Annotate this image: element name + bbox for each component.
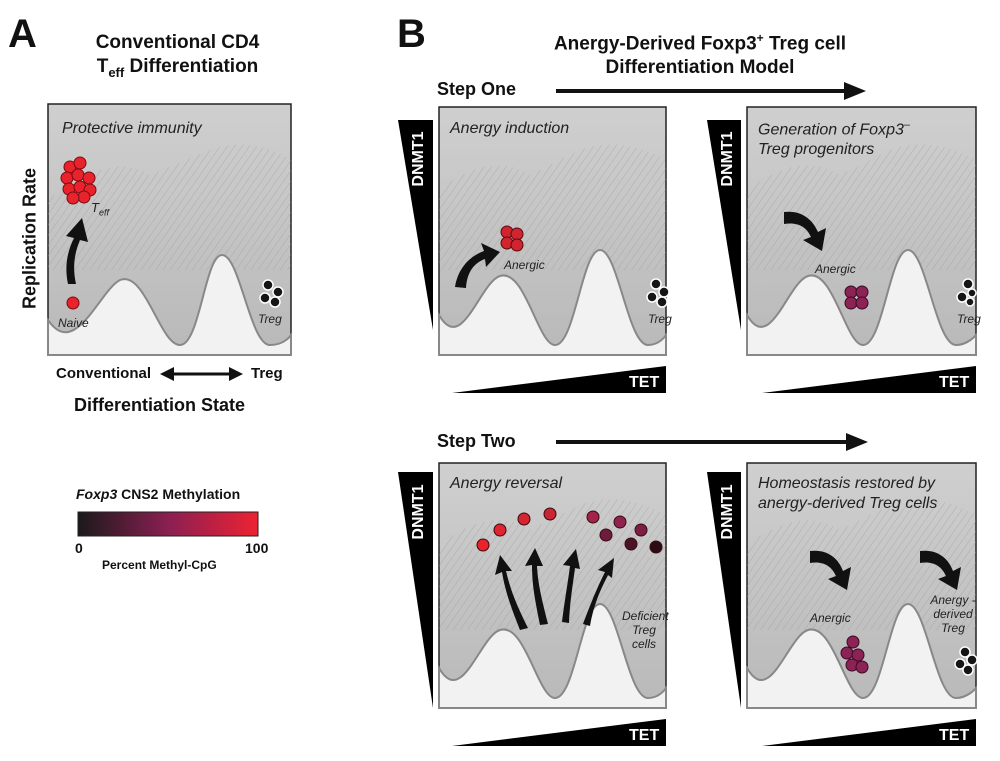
y-axis-label: Replication Rate: [19, 167, 40, 310]
anergic-label-b2: Anergic: [815, 262, 856, 276]
legend-max: 100: [245, 540, 269, 556]
panel-a-title-line2: Teff Differentiation: [96, 55, 259, 80]
step-two-label: Step Two: [437, 431, 516, 451]
dnmt1-label-b4: DNMT1: [719, 484, 736, 540]
x-axis-label: Differentiation State: [74, 395, 246, 415]
landscape-box-b3: [438, 462, 667, 709]
legend-title: Foxp3 CNS2 Methylation: [76, 486, 241, 502]
treg-cell-cluster-b1: [646, 278, 670, 308]
tet-label-b2: TET: [939, 374, 970, 391]
anergic-cell-cluster-b2: [844, 285, 869, 310]
panel-b-title-line2: Differentiation Model: [605, 57, 795, 79]
treg-cell-cluster-b4: [954, 646, 978, 676]
tet-label-b3: TET: [629, 727, 660, 744]
box-b2-title: Generation of Foxp3– Treg progenitors: [758, 119, 910, 159]
panel-letter-a: A: [8, 12, 37, 56]
down-curved-arrow-icon: [920, 550, 961, 590]
landscape-box-a: [47, 103, 292, 381]
methylation-color-bar: [77, 511, 259, 537]
anergic-label-b1: Anergic: [504, 258, 545, 272]
landscape-box-b2: [746, 106, 977, 356]
panel-a-box-title: Protective immunity: [62, 120, 202, 137]
treg-cell-cluster-a: [259, 279, 284, 308]
naive-cell: [66, 296, 80, 310]
legend-min: 0: [75, 540, 83, 556]
reversal-cell-arc: [476, 507, 663, 554]
x-axis-double-arrow-icon: [160, 367, 243, 381]
treg-label-b1: Treg: [648, 312, 672, 326]
teff-label: Teff: [91, 200, 109, 218]
panel-a-title-line1: Conventional CD4: [95, 32, 260, 53]
dnmt1-gradient-wedges: [398, 120, 741, 708]
x-axis-left-label: Conventional: [56, 365, 152, 382]
tet-gradient-wedges: [452, 366, 976, 746]
legend-caption: Percent Methyl-CpG: [102, 558, 217, 572]
anergic-cell-cluster-b4: [840, 635, 869, 674]
step-one-label: Step One: [437, 79, 517, 99]
box-b1-title: Anergy induction: [450, 120, 570, 137]
box-b3-title: Anergy reversal: [450, 475, 563, 492]
step-two-arrow-icon: [556, 433, 868, 451]
treg-cell-cluster-b2: [956, 278, 977, 307]
box-b4-title: Homeostasis restored by anergy-derived T…: [758, 475, 938, 512]
tet-label-b4: TET: [939, 727, 970, 744]
upward-arrow-icon: [66, 218, 88, 284]
x-axis-right-label: Treg: [251, 365, 283, 382]
anergic-label-b4: Anergic: [810, 611, 851, 625]
anergy-derived-treg-label: Anergy -derived Treg: [930, 593, 976, 635]
step-one-arrow-icon: [556, 82, 866, 100]
panel-b-title-line1: Anergy-Derived Foxp3+ Treg cell: [553, 31, 847, 55]
teff-cell-cluster: [60, 156, 97, 205]
landscape-box-b4: [746, 462, 978, 709]
curved-arrow-icon: [455, 243, 500, 288]
panel-a-title: Conventional CD4 Teff Differentiation: [70, 31, 285, 81]
dnmt1-label-b1: DNMT1: [410, 131, 427, 187]
fan-arrows-icon: [495, 548, 614, 630]
down-curved-arrow-icon: [784, 211, 826, 251]
down-curved-arrow-icon: [810, 550, 851, 590]
deficient-treg-label: Deficient Treg cells: [622, 609, 669, 651]
dnmt1-label-b3: DNMT1: [410, 484, 427, 540]
anergic-cell-cluster-b1: [500, 225, 524, 252]
panel-b-title: Anergy-Derived Foxp3+ Treg cell Differen…: [520, 31, 880, 80]
landscape-box-b1: [438, 106, 670, 356]
tet-label-b1: TET: [629, 374, 660, 391]
treg-label-b2: Treg: [957, 312, 981, 326]
naive-label: Naive: [58, 316, 89, 330]
treg-label-a: Treg: [258, 312, 282, 326]
panel-letter-b: B: [397, 12, 426, 56]
dnmt1-label-b2: DNMT1: [719, 131, 736, 187]
